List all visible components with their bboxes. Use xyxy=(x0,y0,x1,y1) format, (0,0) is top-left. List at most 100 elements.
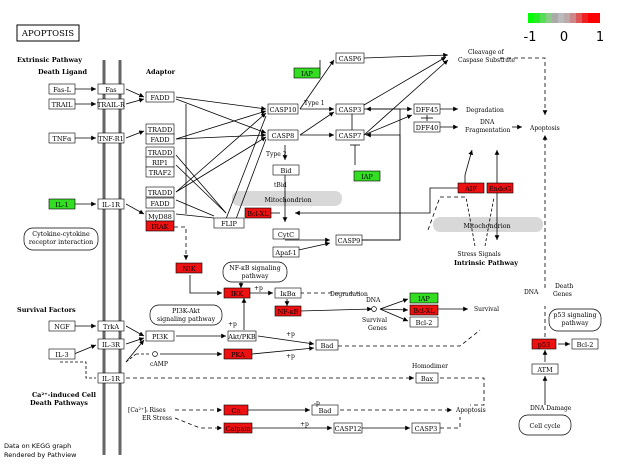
gene-node-ngf[interactable]: NGF xyxy=(48,320,76,332)
text-dna-frag2: Fragmentation xyxy=(465,127,510,134)
pathway-link-label-nfkb1: NF-κB signaling xyxy=(229,265,281,272)
gene-node-bad2[interactable]: Bad xyxy=(311,404,339,416)
gene-node-casp3b[interactable]: CASP3 xyxy=(411,422,441,434)
gene-label-casp8: CASP8 xyxy=(272,132,295,140)
gene-node-bid[interactable]: Bid xyxy=(272,164,300,176)
gene-label-dff40: DFF40 xyxy=(416,124,439,132)
text-mito1: Mitochondrion xyxy=(264,197,311,204)
gene-node-il3[interactable]: IL-3 xyxy=(48,348,76,360)
gene-node-tnfr1[interactable]: TNF-R1 xyxy=(97,132,125,144)
gene-node-aif[interactable]: AIF xyxy=(457,182,485,194)
gene-node-iap2[interactable]: IAP xyxy=(353,170,381,182)
gene-node-trka[interactable]: TrkA xyxy=(97,320,125,332)
gene-node-casp7[interactable]: CASP7 xyxy=(335,129,365,141)
legend-tick-min: -1 xyxy=(524,30,537,45)
gene-node-trail[interactable]: TRAIL xyxy=(48,98,76,110)
text-dna-right: DNA xyxy=(524,289,539,296)
gene-node-dff45[interactable]: DFF45 xyxy=(413,103,441,115)
text-death-genes1: Death xyxy=(555,283,573,290)
gene-node-fasl[interactable]: Fas-L xyxy=(48,83,76,95)
gene-node-fadd1[interactable]: FADD xyxy=(145,91,175,103)
gene-node-pi3k[interactable]: PI3K xyxy=(145,330,175,342)
pathway-link-label-cytokine1: Cytokine-cytokine xyxy=(32,231,90,238)
gene-node-iap3[interactable]: IAP xyxy=(409,292,439,304)
gene-node-casp10[interactable]: CASP10 xyxy=(267,103,299,115)
gene-node-fadd3[interactable]: FADD xyxy=(145,197,175,209)
gene-node-atm[interactable]: ATM xyxy=(531,363,559,375)
mitochondrion-shape-1 xyxy=(232,191,342,206)
gene-node-traf2[interactable]: TRAF2 xyxy=(145,166,175,178)
gene-node-bax[interactable]: Bax xyxy=(415,372,439,384)
gene-node-fas[interactable]: Fas xyxy=(97,83,125,95)
text-er-stress: ER Stress xyxy=(142,415,172,422)
gene-label-bclxl: Bcl-XL xyxy=(247,210,269,218)
gene-node-capn[interactable]: Calpain xyxy=(223,422,253,434)
gene-node-ikba[interactable]: IκBα xyxy=(274,287,302,299)
gene-node-dff40[interactable]: DFF40 xyxy=(413,121,441,133)
gene-node-bcl2b[interactable]: Bcl-2 xyxy=(571,338,599,350)
gene-label-casp6: CASP6 xyxy=(339,55,362,63)
gene-node-traiLr[interactable]: TRAIL-R xyxy=(97,98,126,110)
gene-label-ikba: IκBα xyxy=(280,290,296,298)
gene-node-myd88[interactable]: MyD88 xyxy=(145,210,175,222)
gene-node-il1[interactable]: IL-1 xyxy=(48,198,76,210)
gene-label-tradd3: TRADD xyxy=(148,189,172,197)
gene-node-p53[interactable]: p53 xyxy=(531,338,557,350)
gene-node-tradd2[interactable]: TRADD xyxy=(145,146,175,158)
text-ca-title2: Death Pathways xyxy=(30,399,88,407)
gene-node-casp12[interactable]: CASP12 xyxy=(333,422,363,434)
gene-node-apaf1[interactable]: Apaf-1 xyxy=(272,246,300,258)
gene-node-tnfa[interactable]: TNFα xyxy=(48,132,76,144)
gene-node-akt[interactable]: Akt/PKB xyxy=(227,330,257,342)
gene-label-nik: NIK xyxy=(182,265,195,273)
gene-label-tnfr1: TNF-R1 xyxy=(98,135,123,143)
gene-node-fadd2[interactable]: FADD xyxy=(145,133,175,145)
gene-node-casp8[interactable]: CASP8 xyxy=(267,129,299,141)
phospho-marker-2: +p xyxy=(286,331,295,338)
phospho-marker-0: +p xyxy=(254,285,263,292)
gene-node-bcl2a[interactable]: Bcl-2 xyxy=(409,316,439,328)
gene-label-bid: Bid xyxy=(280,167,291,175)
gene-node-bclxl[interactable]: Bcl-XL xyxy=(244,207,272,219)
gene-node-il1r[interactable]: IL-1R xyxy=(97,198,125,210)
gene-node-bclxl2[interactable]: Bcl-XL xyxy=(409,304,439,316)
gene-node-bad[interactable]: Bad xyxy=(315,339,339,351)
gene-node-iap1[interactable]: IAP xyxy=(293,67,321,79)
gene-node-casp3[interactable]: CASP3 xyxy=(335,103,365,115)
gene-node-endog[interactable]: EndoG xyxy=(486,182,514,194)
gene-label-flip: FLIP xyxy=(221,220,237,228)
gene-node-irak[interactable]: IRAK xyxy=(145,220,175,232)
gene-label-traiLr: TRAIL-R xyxy=(97,101,126,109)
text-cleavage2: Caspase Substrate xyxy=(458,57,515,64)
gene-node-rip1[interactable]: RIP1 xyxy=(145,156,175,168)
page-title: APOPTOSIS xyxy=(21,29,74,39)
mitochondrion-shape-2 xyxy=(433,217,543,232)
gene-label-bax: Bax xyxy=(421,375,434,383)
gene-node-nfkb[interactable]: NF-κB xyxy=(274,305,302,317)
gene-node-pka[interactable]: PKA xyxy=(223,348,253,360)
text-death-ligand: Death Ligand xyxy=(38,68,87,76)
title-box xyxy=(16,24,80,42)
gene-node-tradd3[interactable]: TRADD xyxy=(145,186,175,198)
pathway-link-cellcycle[interactable]: Cell cycle xyxy=(518,414,572,436)
gene-label-tradd2: TRADD xyxy=(148,149,172,157)
gene-node-il3r[interactable]: IL-3R xyxy=(97,338,125,350)
gene-node-cn[interactable]: Cn xyxy=(223,404,249,416)
gene-node-casp9[interactable]: CASP9 xyxy=(335,234,363,246)
gene-node-il1r2[interactable]: IL-1R xyxy=(97,372,125,384)
gene-node-ikk[interactable]: IKK xyxy=(223,287,251,299)
gene-node-nik[interactable]: NIK xyxy=(175,262,203,274)
gene-node-cytc[interactable]: CytC xyxy=(272,228,300,240)
pathway-link-label-p531: p53 signaling xyxy=(553,312,596,319)
gene-node-tradd1[interactable]: TRADD xyxy=(145,123,175,135)
gene-label-traf2: TRAF2 xyxy=(149,169,172,177)
gene-node-flip[interactable]: FLIP xyxy=(213,217,245,229)
gene-node-casp6[interactable]: CASP6 xyxy=(335,52,365,64)
gene-label-fadd1: FADD xyxy=(150,94,169,102)
